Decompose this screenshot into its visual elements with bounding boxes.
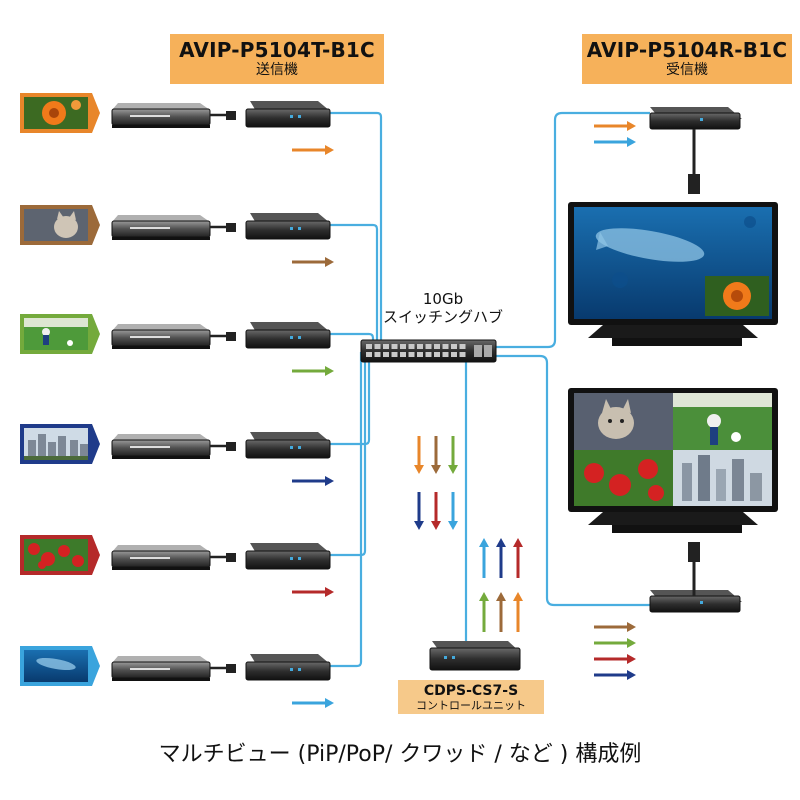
down-arrow-brown (431, 436, 441, 474)
switch-label-name: スイッチングハブ (382, 308, 503, 326)
rx-bottom-arrow-red (594, 654, 636, 664)
transmitter-subtitle: 送信機 (256, 62, 298, 78)
source-row-flower (20, 93, 331, 133)
signal-arrows (292, 121, 636, 708)
up-arrow-green (479, 592, 489, 632)
network-cables (330, 111, 650, 668)
source-thumbnail-soccer (20, 314, 100, 354)
switch-label: 10Gb スイッチングハブ (358, 290, 528, 326)
transmitter-device-5 (245, 543, 331, 570)
media-player-2 (111, 215, 211, 240)
media-player-3 (111, 324, 211, 349)
monitor-quad (568, 388, 778, 533)
source-row-city (20, 424, 331, 464)
receiver-model: AVIP-P5104R-B1C (586, 38, 788, 62)
tx-cable-6 (330, 352, 363, 668)
tx-cable-1 (330, 111, 383, 350)
rx-bottom-arrow-navy (594, 670, 636, 680)
rx-cable-bottom (496, 354, 650, 607)
tx-cable-4 (330, 352, 371, 446)
transmitter-device-1 (245, 101, 331, 128)
up-arrow-brown (496, 592, 506, 632)
diagram-caption: マルチビュー (PiP/PoP/ クワッド / など ) 構成例 (158, 742, 642, 767)
down-arrow-orange (414, 436, 424, 474)
receiver-device-bottom (649, 590, 742, 613)
source-thumbnail-whale-shark (20, 646, 100, 686)
switching-hub (360, 339, 497, 363)
tx-cable-3 (330, 332, 375, 350)
rx-bottom-arrow-brown (594, 622, 636, 632)
monitor-pip (568, 202, 778, 346)
transmitter-model: AVIP-P5104T-B1C (179, 38, 375, 62)
rx-top-arrow-orange (594, 121, 636, 131)
source-row-whale-shark (20, 646, 331, 686)
source-row-tomatoes (20, 535, 331, 575)
media-player-6 (111, 656, 211, 681)
tx-arrow-whale-shark (292, 698, 334, 708)
transmitter-label: AVIP-P5104T-B1C 送信機 (170, 34, 384, 84)
down-arrow-blue (448, 492, 458, 530)
source-row-cat (20, 205, 331, 245)
down-arrow-navy (414, 492, 424, 530)
tx-arrow-flower (292, 145, 334, 155)
source-row-soccer (20, 314, 331, 354)
rx-cable-top (496, 111, 650, 349)
source-thumbnail-tomatoes (20, 535, 100, 575)
tx-arrow-city (292, 476, 334, 486)
rx-top-arrow-blue (594, 137, 636, 147)
media-player-1 (111, 103, 211, 128)
up-arrow-red (513, 538, 523, 578)
receiver-label: AVIP-P5104R-B1C 受信機 (582, 34, 792, 84)
receiver-device-top (649, 107, 742, 130)
transmitter-device-3 (245, 322, 331, 349)
control-unit (429, 641, 521, 671)
hdmi-cable-top (688, 129, 700, 194)
up-arrow-blue (479, 538, 489, 578)
up-arrow-navy (496, 538, 506, 578)
tx-cable-5 (330, 352, 367, 557)
tx-cable-2 (330, 223, 379, 350)
source-thumbnail-cat (20, 205, 100, 245)
down-arrow-green (448, 436, 458, 474)
tx-arrow-tomatoes (292, 587, 334, 597)
media-player-4 (111, 434, 211, 459)
tx-arrow-soccer (292, 366, 334, 376)
transmitter-device-6 (245, 654, 331, 681)
tx-arrow-cat (292, 257, 334, 267)
rx-bottom-arrow-green (594, 638, 636, 648)
down-arrow-red (431, 492, 441, 530)
receiver-subtitle: 受信機 (666, 62, 708, 78)
up-arrow-orange (513, 592, 523, 632)
transmitter-device-2 (245, 213, 331, 240)
transmitter-device-4 (245, 432, 331, 459)
source-rows (20, 93, 331, 686)
source-thumbnail-city (20, 424, 100, 464)
hdmi-cable-bottom (688, 542, 700, 596)
switch-label-speed: 10Gb (422, 290, 464, 308)
source-thumbnail-flower (20, 93, 100, 133)
control-unit-label: CDPS-CS7-S コントロールユニット (398, 680, 544, 714)
control-unit-model: CDPS-CS7-S (423, 683, 519, 699)
media-player-5 (111, 545, 211, 570)
control-unit-subtitle: コントロールユニット (416, 699, 526, 712)
